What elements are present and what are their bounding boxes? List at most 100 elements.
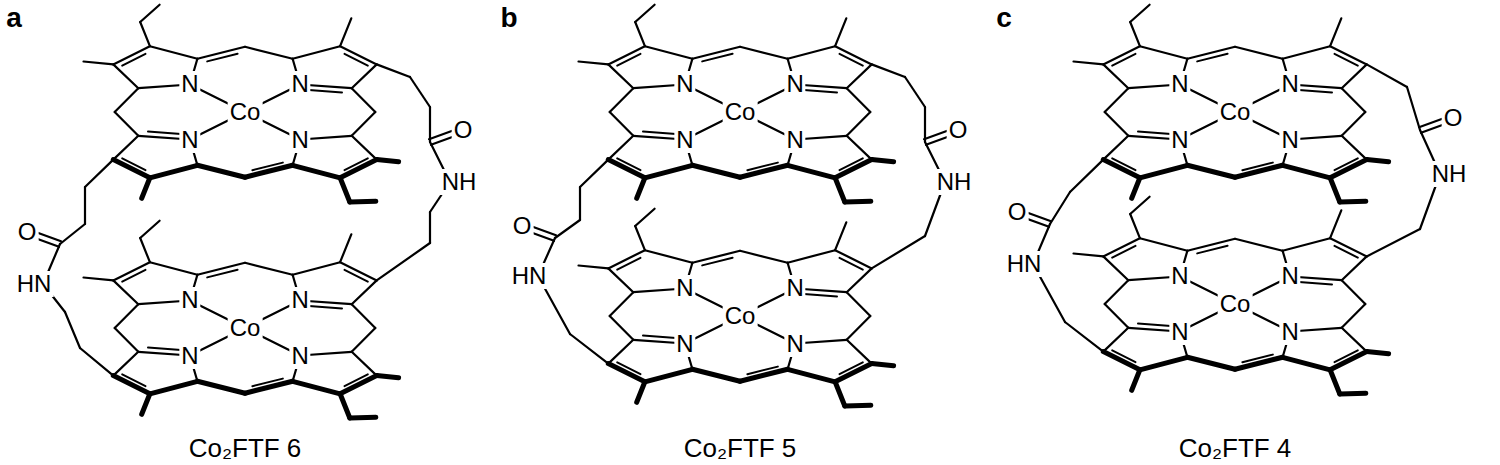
linker-chain bbox=[377, 64, 410, 77]
bond-line bbox=[1235, 47, 1283, 59]
ethyl-line bbox=[140, 221, 159, 238]
ethyl-line bbox=[350, 415, 376, 421]
metal-label: Co bbox=[1218, 291, 1253, 317]
bond-line bbox=[788, 250, 836, 263]
ethyl-line bbox=[845, 199, 871, 205]
methyl-line bbox=[1132, 178, 1140, 199]
bond-line bbox=[645, 46, 693, 59]
bond-line bbox=[1140, 238, 1188, 251]
methyl-line bbox=[1367, 352, 1389, 354]
double-bond-line bbox=[345, 158, 368, 170]
bond-line bbox=[352, 112, 376, 136]
ethyl-line bbox=[140, 5, 159, 22]
methyl-line bbox=[142, 178, 150, 199]
bond-line bbox=[788, 46, 836, 59]
methyl-line bbox=[872, 160, 894, 162]
double-bond-line bbox=[207, 54, 237, 62]
double-bond-line bbox=[804, 90, 837, 92]
bond-line bbox=[113, 64, 138, 88]
bond-line bbox=[608, 340, 633, 364]
bond-line bbox=[1103, 328, 1128, 352]
bond-line bbox=[245, 47, 293, 59]
bond-line bbox=[847, 88, 871, 112]
bond-line bbox=[610, 292, 634, 316]
atom-label: N bbox=[674, 331, 695, 357]
methyl-line bbox=[637, 382, 645, 403]
front-bond bbox=[645, 165, 693, 178]
ethyl-line bbox=[1340, 199, 1366, 205]
compound-caption: Co₂FTF 6 bbox=[187, 434, 304, 462]
double-bond-line bbox=[345, 270, 368, 282]
panel-letter: c bbox=[994, 3, 1014, 33]
bond-line bbox=[1342, 304, 1366, 328]
double-bond-line bbox=[1242, 163, 1272, 171]
methyl-line bbox=[377, 160, 399, 162]
linker-chain bbox=[60, 224, 85, 244]
bond-line bbox=[740, 47, 788, 59]
atom-label: O bbox=[1006, 199, 1029, 225]
atom-label: N bbox=[1169, 263, 1190, 289]
atom-label: NH bbox=[935, 169, 974, 195]
bond-line bbox=[847, 64, 872, 88]
atom-label: HN bbox=[15, 271, 54, 297]
bond-line bbox=[293, 262, 341, 275]
double-bond-line bbox=[122, 54, 145, 66]
linker-chain bbox=[555, 220, 580, 238]
methyl-line bbox=[1074, 254, 1104, 257]
double-bond-line bbox=[1112, 158, 1135, 170]
double-bond-line bbox=[1242, 355, 1272, 363]
linker-chain bbox=[410, 77, 430, 107]
bond-line bbox=[113, 136, 138, 160]
atom-label: N bbox=[784, 71, 805, 97]
bond-line bbox=[115, 328, 139, 352]
bond-line bbox=[645, 250, 693, 263]
front-bond bbox=[788, 369, 836, 382]
front-bond bbox=[293, 381, 341, 394]
linker-chain bbox=[1407, 87, 1420, 130]
ethyl-line bbox=[635, 22, 645, 46]
double-bond-line bbox=[1335, 350, 1358, 362]
double-bond-line bbox=[309, 306, 342, 308]
compound-caption: Co₂FTF 5 bbox=[682, 434, 799, 462]
linker-chain bbox=[1367, 64, 1407, 87]
atom-label: N bbox=[179, 343, 200, 369]
atom-label: N bbox=[1169, 71, 1190, 97]
atom-label: O bbox=[452, 117, 475, 143]
atom-label: NH bbox=[440, 169, 479, 195]
double-bond-line bbox=[840, 54, 863, 66]
bond-line bbox=[352, 280, 377, 304]
atom-label: N bbox=[179, 287, 200, 313]
bond-line bbox=[113, 280, 138, 304]
double-bond-line bbox=[804, 294, 837, 296]
double-bond-line bbox=[148, 348, 181, 350]
double-bond-line bbox=[1335, 246, 1358, 258]
front-bond bbox=[1187, 357, 1235, 369]
methyl-line bbox=[340, 18, 351, 46]
methyl-line bbox=[579, 62, 609, 65]
double-bond-line bbox=[1335, 158, 1358, 170]
ethyl-line bbox=[635, 226, 645, 250]
ethyl-line bbox=[1130, 214, 1140, 238]
metal-label: Co bbox=[723, 99, 758, 125]
front-bond bbox=[197, 381, 245, 393]
double-bond-line bbox=[702, 54, 732, 62]
double-bond-line bbox=[617, 258, 640, 270]
bond-line bbox=[1105, 88, 1129, 112]
atom-label: N bbox=[289, 71, 310, 97]
atom-label: NH bbox=[1430, 161, 1469, 187]
bond-line bbox=[150, 262, 198, 275]
front-bond bbox=[197, 165, 245, 177]
bond-line bbox=[1103, 136, 1128, 160]
bond-line bbox=[608, 136, 633, 160]
linker-chain bbox=[429, 212, 431, 243]
front-bond bbox=[1140, 357, 1188, 370]
atom-label: N bbox=[1279, 319, 1300, 345]
double-bond-line bbox=[617, 362, 640, 374]
atom-label: N bbox=[1279, 263, 1300, 289]
bond-line bbox=[610, 88, 634, 112]
double-bond-line bbox=[1299, 282, 1332, 284]
double-bond-line bbox=[617, 54, 640, 66]
methyl-line bbox=[1132, 370, 1140, 391]
atom-label: N bbox=[179, 127, 200, 153]
atom-label: N bbox=[674, 71, 695, 97]
